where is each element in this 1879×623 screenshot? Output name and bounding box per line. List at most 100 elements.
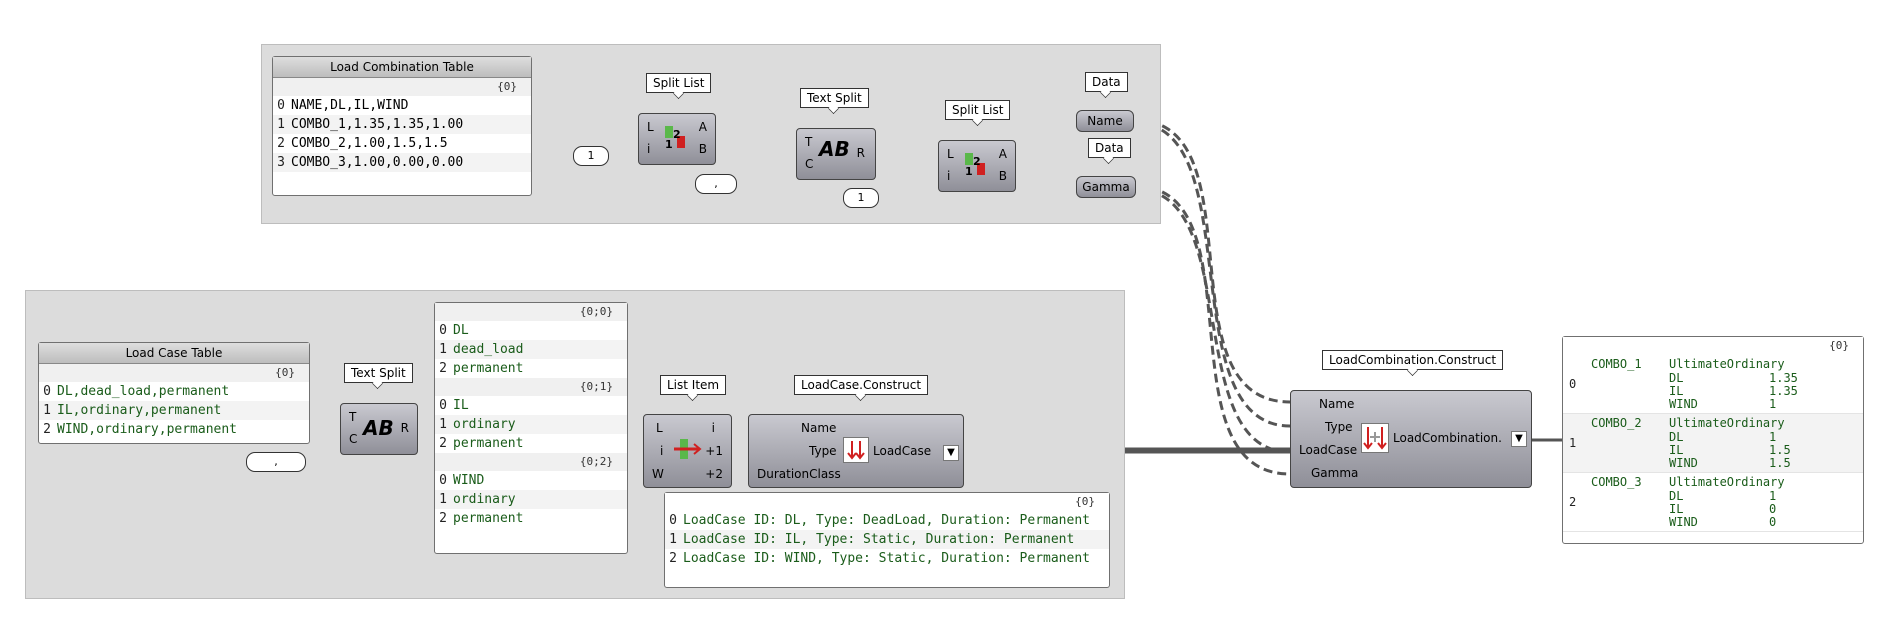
input-t[interactable]: T [349,410,357,424]
output-loadcase[interactable]: LoadCase [873,444,932,458]
row-value: COMBO_1,1.35,1.35,1.00 [291,117,464,132]
panel-path: {0;2} [435,453,627,471]
factor-label: DL [1669,430,1684,444]
row-index: 1 [1569,436,1577,450]
factor-label: IL [1669,443,1684,457]
panel-row: 2 permanent [435,434,627,453]
separator-input[interactable]: , [695,174,737,194]
row-value: permanent [453,361,524,376]
row-index: 2 [43,422,51,437]
output-b[interactable]: B [998,169,1007,183]
index-number[interactable]: 1 [573,146,609,166]
loadcombination-icon [1361,423,1389,453]
panel-row: 1 dead_load [435,340,627,359]
row-value: dead_load [453,342,524,357]
input-type[interactable]: Type [1325,420,1353,434]
panel-path: {0;1} [435,378,627,396]
input-duration[interactable]: DurationClass [757,467,841,481]
row-value: COMBO_3,1.00,0.00,0.00 [291,155,464,170]
row-index: 2 [439,436,447,451]
input-i[interactable]: i [647,142,651,156]
row-value: WIND [453,473,485,488]
text-split-icon: AB [819,137,850,161]
row-index: 0 [277,98,285,113]
row-value: ordinary [453,417,516,432]
svg-text:1: 1 [665,138,673,151]
output-b[interactable]: B [698,142,707,156]
list-item-component[interactable]: L i W i +1 +2 [643,414,732,488]
row-index: 3 [277,155,285,170]
input-l[interactable]: L [647,120,654,134]
data-name-param[interactable]: Name [1076,110,1134,132]
input-l[interactable]: L [947,147,954,161]
input-i[interactable]: i [947,169,951,183]
factor-value: 0 [1769,515,1777,529]
input-loadcase[interactable]: LoadCase [1299,443,1358,457]
combination-name: COMBO_3 [1591,475,1642,489]
svg-text:1: 1 [965,165,973,178]
input-t[interactable]: T [805,135,813,149]
row-value: permanent [453,511,524,526]
input-name[interactable]: Name [801,421,837,435]
loadcase-construct-component[interactable]: Name Type DurationClass LoadCase ▼ [748,414,964,488]
list-item-icon [672,437,702,461]
output-plus2[interactable]: +2 [705,467,723,481]
expand-arrow-icon[interactable]: ▼ [943,445,959,461]
input-l[interactable]: L [656,421,663,435]
output-loadcombination[interactable]: LoadCombination. [1393,431,1502,445]
row-value: permanent [453,436,524,451]
factor-label: WIND [1669,456,1698,470]
row-value: IL,ordinary,permanent [57,403,222,418]
input-gamma[interactable]: Gamma [1311,466,1359,480]
index-number[interactable]: 1 [843,188,879,208]
input-type[interactable]: Type [809,444,837,458]
panel-path: {0} [39,364,309,382]
row-value: COMBO_2,1.00,1.5,1.5 [291,136,448,151]
loadcombination-construct-component[interactable]: Name Type LoadCase Gamma LoadCombination… [1290,390,1532,488]
separator-input[interactable]: , [246,452,306,472]
list-item-tag: List Item [660,375,727,395]
output-i[interactable]: i [711,421,715,435]
input-w[interactable]: W [652,467,664,481]
row-value: ordinary [453,492,516,507]
combination-kind: UltimateOrdinary [1669,416,1785,430]
input-name[interactable]: Name [1319,397,1355,411]
output-a[interactable]: A [698,120,707,134]
input-c[interactable]: C [349,432,358,446]
expand-arrow-icon[interactable]: ▼ [1511,431,1527,447]
output-r[interactable]: R [400,421,409,435]
output-plus1[interactable]: +1 [705,444,723,458]
row-index: 1 [439,342,447,357]
row-index: 2 [439,511,447,526]
input-c[interactable]: C [805,157,814,171]
input-i[interactable]: i [660,444,664,458]
data-gamma-param[interactable]: Gamma [1076,176,1136,198]
text-split-component[interactable]: T C R AB [796,128,876,180]
row-index: 1 [277,117,285,132]
panel-path: {0;0} [435,303,627,321]
row-index: 2 [669,551,677,566]
output-r[interactable]: R [856,146,865,160]
split-list-tag: Split List [945,100,1011,120]
row-index: 2 [1569,495,1577,509]
row-value: NAME,DL,IL,WIND [291,98,409,113]
row-value: IL [453,398,469,413]
row-index: 2 [277,136,285,151]
combination-kind: UltimateOrdinary [1669,475,1785,489]
output-a[interactable]: A [998,147,1007,161]
row-index: 2 [439,361,447,376]
text-split-component[interactable]: T C R AB [340,403,418,455]
